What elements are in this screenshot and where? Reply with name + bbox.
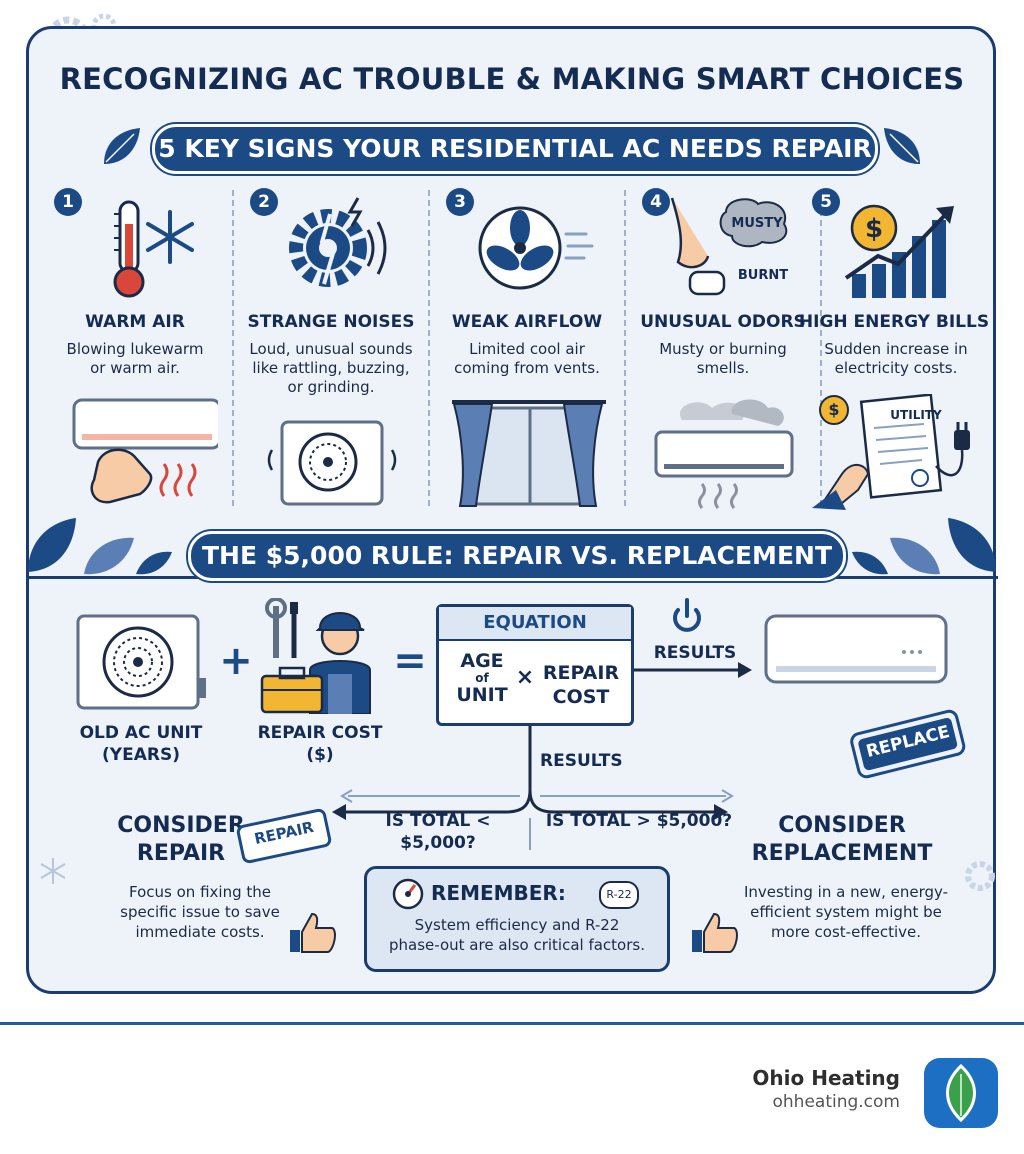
outdoor-unit-shaking-icon: [267, 420, 397, 506]
results-down-label: RESULTS: [540, 751, 623, 771]
repair-description: Focus on fixing the specific issue to sa…: [120, 883, 280, 941]
equation-age: AGE of UNIT: [456, 650, 508, 706]
consider-repair-heading: CONSIDER REPAIR: [117, 813, 245, 866]
sign-title: WEAK AIRFLOW: [451, 312, 603, 332]
sign-divider: [820, 190, 822, 506]
flow-arrows: [332, 598, 752, 850]
leaf-left-icon: [104, 128, 140, 164]
old-ac-unit-label: OLD AC UNIT (YEARS): [79, 723, 203, 765]
remember-title: REMEMBER:: [431, 881, 566, 905]
musty-bubble-label: MUSTY: [731, 216, 783, 231]
sign-title: WARM AIR: [85, 312, 185, 332]
sign-divider: [428, 190, 430, 506]
results-right-label: RESULTS: [653, 643, 737, 663]
sign-title: STRANGE NOISES: [247, 312, 415, 332]
greater-than-question: IS TOTAL > $5,000?: [545, 811, 733, 831]
new-ac-unit-icon: [764, 614, 948, 684]
rising-bar-chart-dollar-icon: $: [844, 204, 954, 298]
sign-description: Loud, unusual sounds like rattling, buzz…: [249, 340, 413, 396]
remember-box: REMEMBER: R-22 System efficiency and R-2…: [364, 866, 670, 972]
ac-hand-heat-icon: [72, 398, 218, 504]
repair-stamp-icon: [236, 808, 332, 864]
leaf-cluster-right-icon: [852, 518, 996, 575]
infographic-frame: [26, 26, 996, 994]
coin-dollar-label: $: [828, 400, 840, 419]
brand-logo[interactable]: [924, 1058, 998, 1128]
sign-unusual-odors: 4 MUSTY BURNT UNUSUAL ODORS Musty or bur…: [632, 182, 814, 512]
r22-badge: R-22: [599, 881, 639, 909]
sign-weak-airflow: 3 WEAK AIRFLOW Limited cool air coming f…: [436, 182, 618, 512]
sign-divider: [232, 190, 234, 506]
sign-description: Sudden increase in electricity costs.: [824, 340, 968, 377]
sign-number: 5: [812, 188, 840, 216]
sign-number: 3: [446, 188, 474, 216]
replacement-description: Investing in a new, energy- efficient sy…: [743, 883, 949, 941]
nose-smell-icon: [670, 197, 788, 296]
sign-number: 1: [54, 188, 82, 216]
sign-strange-noises: 2 STRANGE NOISES Loud, unusual sounds li…: [240, 182, 422, 512]
sign-description: Limited cool air coming from vents.: [454, 340, 600, 377]
equation-header: EQUATION: [439, 607, 631, 641]
gauge-icon: [392, 878, 424, 910]
sign-title: HIGH ENERGY BILLS: [798, 312, 990, 332]
thermometer-snowflake-icon: [113, 200, 194, 298]
equation-repair-cost: REPAIR COST: [542, 662, 620, 708]
thumbs-up-right-icon: [692, 912, 738, 953]
rule-heading: THE $5,000 RULE: REPAIR VS. REPLACEMENT: [188, 531, 846, 581]
thumbs-up-left-icon: [290, 912, 336, 953]
less-than-question: IS TOTAL < $5,000?: [385, 811, 491, 853]
remember-text: System efficiency and R-22 phase-out are…: [389, 916, 645, 954]
utility-bill-label: UTILITY: [890, 408, 942, 422]
gear-decoration-icon: [965, 861, 995, 891]
ac-smoke-icon: [654, 399, 794, 509]
sign-description: Musty or burning smells.: [659, 340, 787, 377]
consider-replacement-heading: CONSIDER REPLACEMENT: [751, 813, 933, 866]
sign-divider: [624, 190, 626, 506]
equals-sign: =: [393, 638, 427, 684]
sign-warm-air: 1 WARM AIR Blowing lukewarm or warm air.: [44, 182, 226, 512]
sign-number: 2: [250, 188, 278, 216]
sign-title: UNUSUAL ODORS: [640, 312, 806, 332]
footer-divider: [0, 1022, 1024, 1025]
sign-description: Blowing lukewarm or warm air.: [66, 340, 204, 377]
signs-row: 1 WARM AIR Blowing lukewarm or warm air.…: [44, 182, 989, 512]
broken-gear-icon: [289, 197, 387, 287]
leaf-cluster-left-icon: [28, 518, 172, 575]
burnt-label: BURNT: [737, 268, 789, 283]
plus-sign: +: [219, 638, 253, 684]
snowflake-decoration-icon: [40, 858, 66, 884]
brand-url: ohheating.com: [772, 1092, 901, 1112]
leaf-right-icon: [884, 128, 920, 164]
leaf-logo-icon: [946, 1063, 976, 1123]
equation-box: EQUATION AGE of UNIT × REPAIR COST: [436, 604, 634, 726]
fan-icon: [478, 206, 594, 290]
signs-heading: 5 KEY SIGNS YOUR RESIDENTIAL AC NEEDS RE…: [152, 124, 878, 174]
repair-cost-label: REPAIR COST ($): [257, 723, 383, 765]
sign-high-energy-bills: 5 $ HIGH ENERGY BILLS Sudden increase in…: [799, 182, 989, 512]
brand-name: Ohio Heating: [752, 1066, 900, 1090]
equation-times: ×: [515, 665, 535, 690]
sign-number: 4: [642, 188, 670, 216]
window-curtains-icon: [452, 400, 606, 507]
page-title: RECOGNIZING AC TROUBLE & MAKING SMART CH…: [59, 62, 965, 96]
old-ac-unit-icon: [76, 614, 206, 710]
utility-bill-hand-icon: [812, 394, 970, 510]
svg-text:$: $: [865, 214, 883, 244]
replace-stamp-icon: [850, 709, 966, 779]
technician-toolbox-icon: [260, 598, 371, 714]
